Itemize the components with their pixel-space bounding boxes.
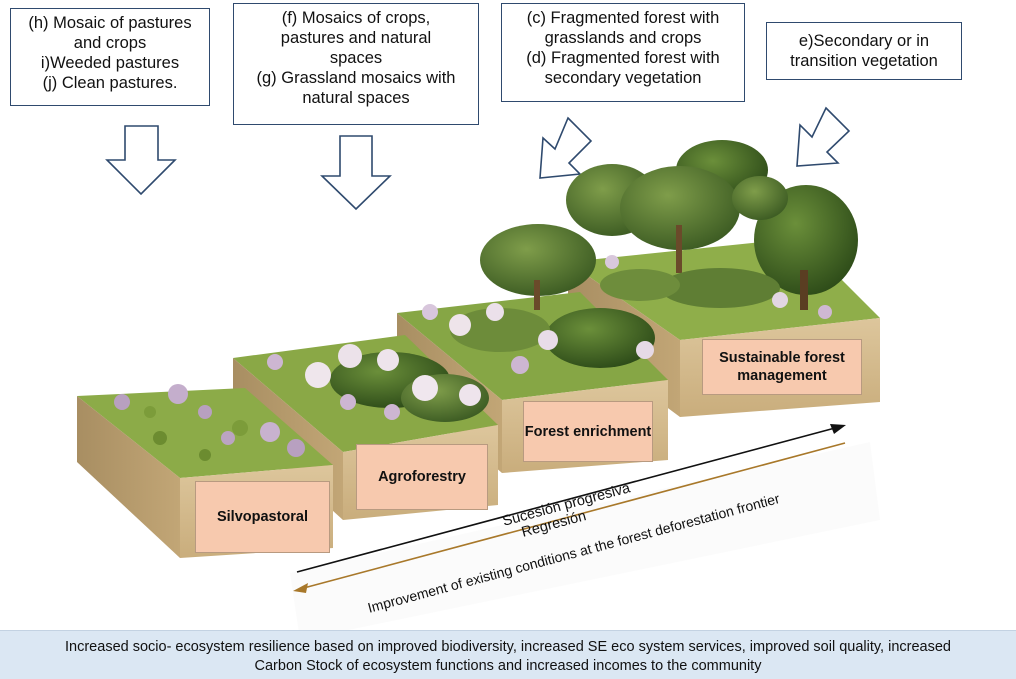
arrow-down-icon xyxy=(105,125,177,196)
box-line: (h) Mosaic of pastures xyxy=(28,14,192,32)
box-line: natural spaces xyxy=(302,89,410,107)
box-line: e)Secondary or in xyxy=(798,32,930,50)
box-line: secondary vegetation xyxy=(544,69,702,87)
label-forest-enrichment: Forest enrichment xyxy=(523,401,653,462)
box-line: (d) Fragmented forest with xyxy=(526,49,720,67)
succession-arrow xyxy=(296,424,846,573)
land-use-box-h: (h) Mosaic of pastures and crops i)Weede… xyxy=(10,8,210,106)
footer-line: Increased socio- ecosystem resilience ba… xyxy=(65,639,951,655)
box-line: (c) Fragmented forest with xyxy=(526,9,720,27)
box-line: grasslands and crops xyxy=(544,29,702,47)
footer-line: Carbon Stock of ecosystem functions and … xyxy=(254,658,762,674)
footer-banner: Increased socio- ecosystem resilience ba… xyxy=(0,630,1016,679)
box-line: (f) Mosaics of crops, xyxy=(281,9,431,27)
land-use-box-c: (c) Fragmented forest with grasslands an… xyxy=(501,3,745,102)
arrow-down-icon xyxy=(320,135,392,211)
arrow-diagonal-icon xyxy=(796,106,851,167)
box-line: and crops xyxy=(73,34,147,52)
land-use-box-f: (f) Mosaics of crops, pastures and natur… xyxy=(233,3,479,125)
box-line: spaces xyxy=(329,49,383,67)
box-line: (g) Grassland mosaics with xyxy=(256,69,456,87)
regression-arrow xyxy=(293,442,846,593)
label-sustainable-forest-management: Sustainable forest management xyxy=(702,339,862,395)
box-line: transition vegetation xyxy=(790,52,938,70)
land-use-box-e: e)Secondary or in transition vegetation xyxy=(766,22,962,80)
box-line: pastures and natural xyxy=(280,29,432,47)
arrow-diagonal-icon xyxy=(539,116,593,179)
label-silvopastoral: Silvopastoral xyxy=(195,481,330,553)
label-agroforestry: Agroforestry xyxy=(356,444,488,510)
box-line: i)Weeded pastures xyxy=(40,54,180,72)
box-line: (j) Clean pastures. xyxy=(42,74,178,92)
